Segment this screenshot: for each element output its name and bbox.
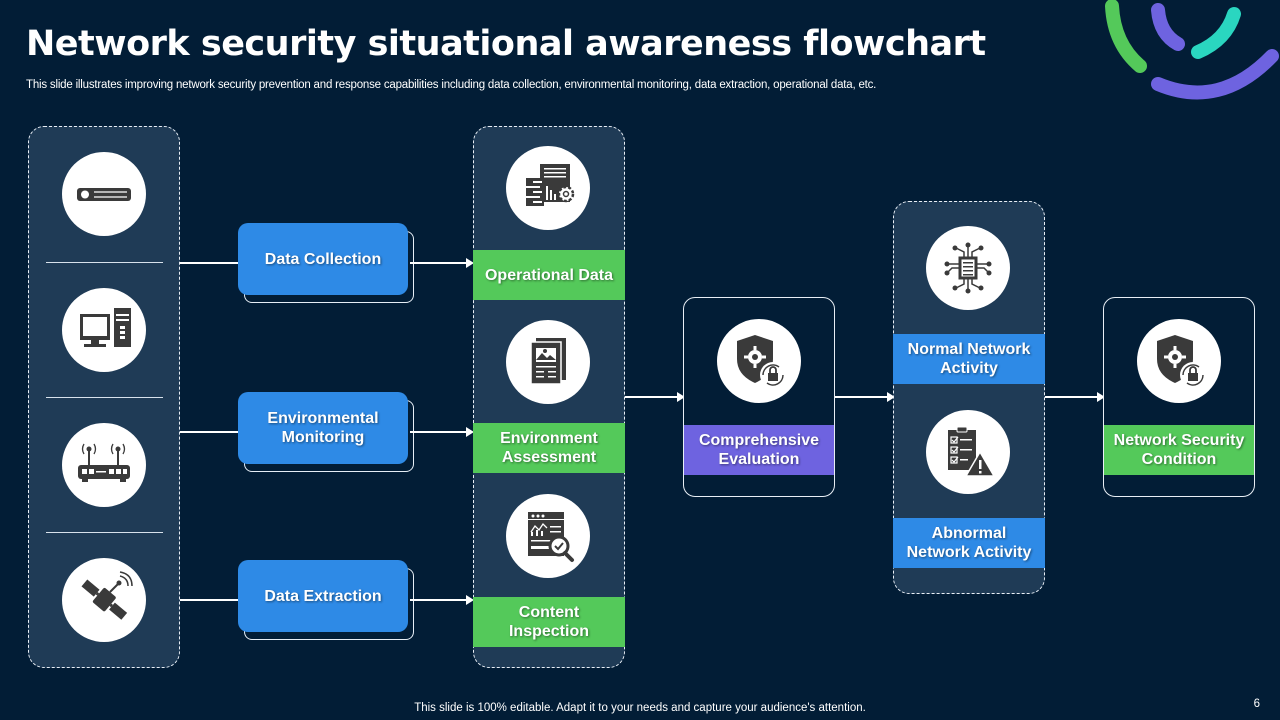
- checklist-warning-icon: [926, 410, 1010, 494]
- footer-note: This slide is 100% editable. Adapt it to…: [414, 702, 866, 714]
- arrow-to-result: [1045, 392, 1105, 402]
- arrow-to-evaluation: [625, 392, 685, 402]
- connector-line: [180, 431, 238, 433]
- arrow-to-operational-data: [410, 258, 474, 268]
- environment-assessment-text: Environment Assessment: [500, 430, 598, 466]
- network-security-condition-text: Network Security Condition: [1113, 432, 1245, 468]
- data-analytics-icon: [506, 146, 590, 230]
- step-label: Data Extraction: [238, 560, 408, 632]
- divider: [46, 262, 163, 264]
- connector-line: [180, 262, 238, 264]
- decorative-arcs-logo: [1105, 0, 1279, 100]
- content-inspection-label: Content Inspection: [473, 597, 625, 647]
- step-environmental-monitoring: Environmental Monitoring: [238, 392, 414, 472]
- network-security-condition-label: Network Security Condition: [1104, 425, 1254, 475]
- normal-network-activity-label: Normal Network Activity: [893, 334, 1045, 384]
- comprehensive-evaluation-text: Comprehensive Evaluation: [698, 432, 820, 468]
- page-title: Network security situational awareness f…: [26, 24, 986, 64]
- satellite-icon: [62, 558, 146, 642]
- environment-assessment-label: Environment Assessment: [473, 423, 625, 473]
- divider: [46, 532, 163, 534]
- desktop-computer-icon: [62, 288, 146, 372]
- step-data-extraction: Data Extraction: [238, 560, 414, 640]
- step-data-collection: Data Collection: [238, 223, 414, 303]
- abnormal-network-activity-label: Abnormal Network Activity: [893, 518, 1045, 568]
- comprehensive-evaluation-label: Comprehensive Evaluation: [684, 425, 834, 475]
- shield-gear-lock-icon: [717, 319, 801, 403]
- page-number: 6: [1253, 698, 1260, 710]
- content-inspection-text: Content Inspection: [508, 604, 589, 640]
- step-label: Environmental Monitoring: [238, 392, 408, 464]
- step-label: Data Collection: [238, 223, 408, 295]
- shield-gear-lock-icon: [1137, 319, 1221, 403]
- content-inspection-icon: [506, 494, 590, 578]
- server-icon: [62, 152, 146, 236]
- operational-data-label: Operational Data: [473, 250, 625, 300]
- page-subtitle: This slide illustrates improving network…: [26, 79, 877, 91]
- normal-network-activity-text: Normal Network Activity: [907, 341, 1031, 377]
- document-report-icon: [506, 320, 590, 404]
- wifi-router-icon: [62, 423, 146, 507]
- arrow-to-activity: [835, 392, 895, 402]
- connector-line: [180, 599, 238, 601]
- divider: [46, 397, 163, 399]
- arrow-to-content-inspection: [410, 595, 474, 605]
- circuit-chip-icon: [926, 226, 1010, 310]
- abnormal-network-activity-text: Abnormal Network Activity: [906, 525, 1032, 561]
- arrow-to-environment-assessment: [410, 427, 474, 437]
